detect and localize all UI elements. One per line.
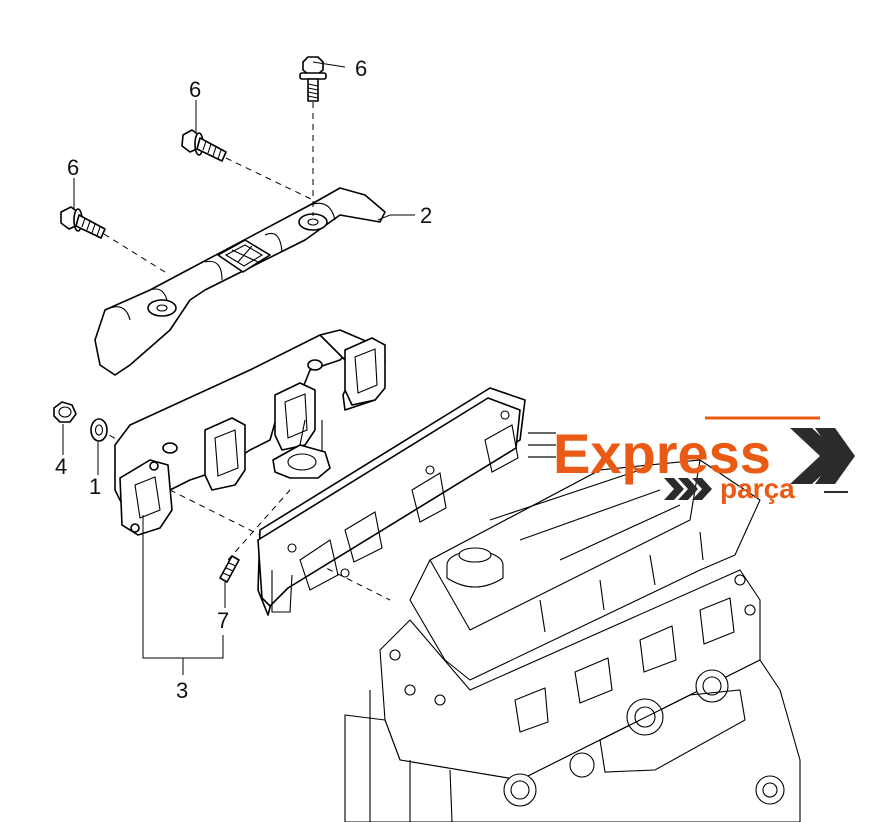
brand-name: Express (553, 422, 771, 485)
callout-heat-shield: 2 (420, 203, 432, 228)
nut (53, 401, 77, 423)
bolt-mid (181, 129, 227, 162)
chevron-icon (790, 428, 842, 484)
chevron-icon (815, 428, 855, 484)
callout-bolt-left: 6 (67, 155, 79, 180)
callout-stud: 7 (217, 608, 229, 633)
heat-shield (94, 187, 386, 376)
callout-bolt-top: 6 (355, 56, 367, 81)
engine-block (344, 459, 801, 822)
stud (219, 555, 240, 583)
manifold-gasket (257, 387, 526, 616)
bolt-top (299, 56, 327, 102)
exhaust-manifold (114, 329, 386, 536)
callout-washer: 1 (89, 474, 101, 499)
callout-bolt-mid: 6 (189, 77, 201, 102)
leader-lines (62, 61, 415, 675)
washer (90, 418, 108, 442)
callout-nut: 4 (55, 454, 67, 479)
bolt-left (60, 206, 106, 239)
callout-manifold-assembly: 3 (176, 678, 188, 703)
brand-subtitle: parça (720, 473, 795, 504)
brand-watermark: Express parça (528, 416, 855, 504)
